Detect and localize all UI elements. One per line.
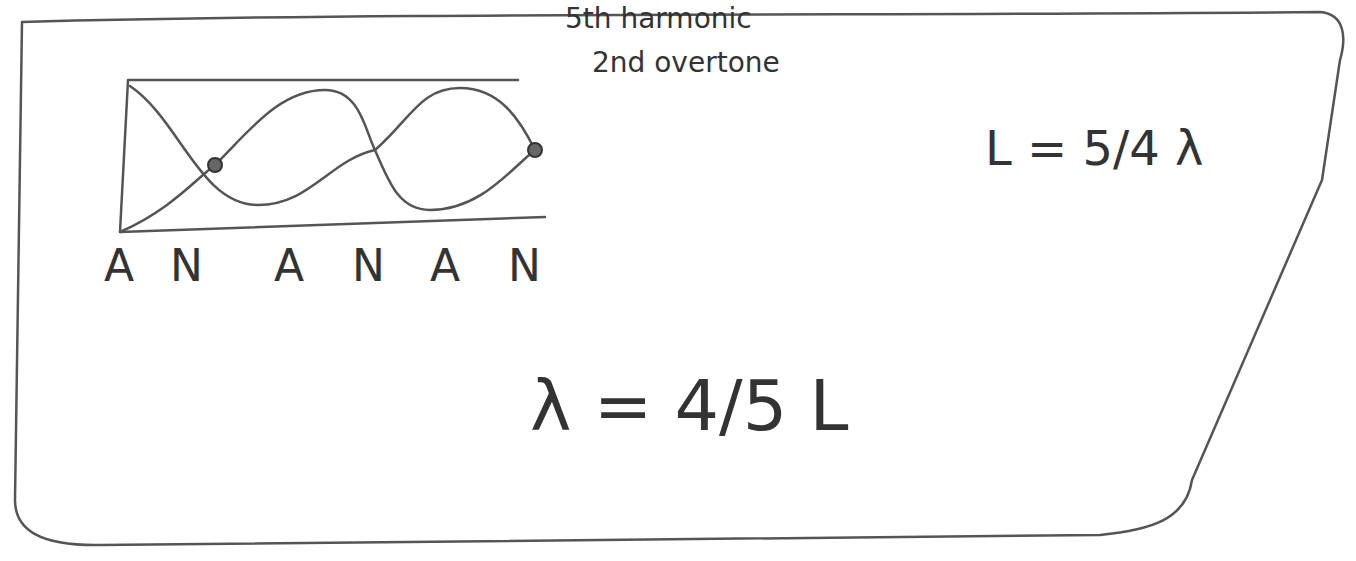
node-dot	[528, 143, 542, 157]
outer-border	[15, 12, 1343, 545]
equation: λ = 4/5 L	[530, 368, 849, 445]
node-label: N	[508, 242, 541, 290]
equation: L = 5/4 λ	[985, 122, 1203, 175]
antinode-label: A	[274, 242, 304, 290]
note-text: 5th harmonic	[565, 4, 752, 35]
node-label: N	[170, 242, 203, 290]
antinode-label: A	[104, 242, 134, 290]
note-text: 2nd overtone	[592, 48, 780, 79]
wave-curve	[120, 90, 535, 232]
tube-outline	[120, 80, 545, 232]
antinode-label: A	[430, 242, 460, 290]
node-dot	[208, 158, 222, 172]
node-label: N	[352, 242, 385, 290]
